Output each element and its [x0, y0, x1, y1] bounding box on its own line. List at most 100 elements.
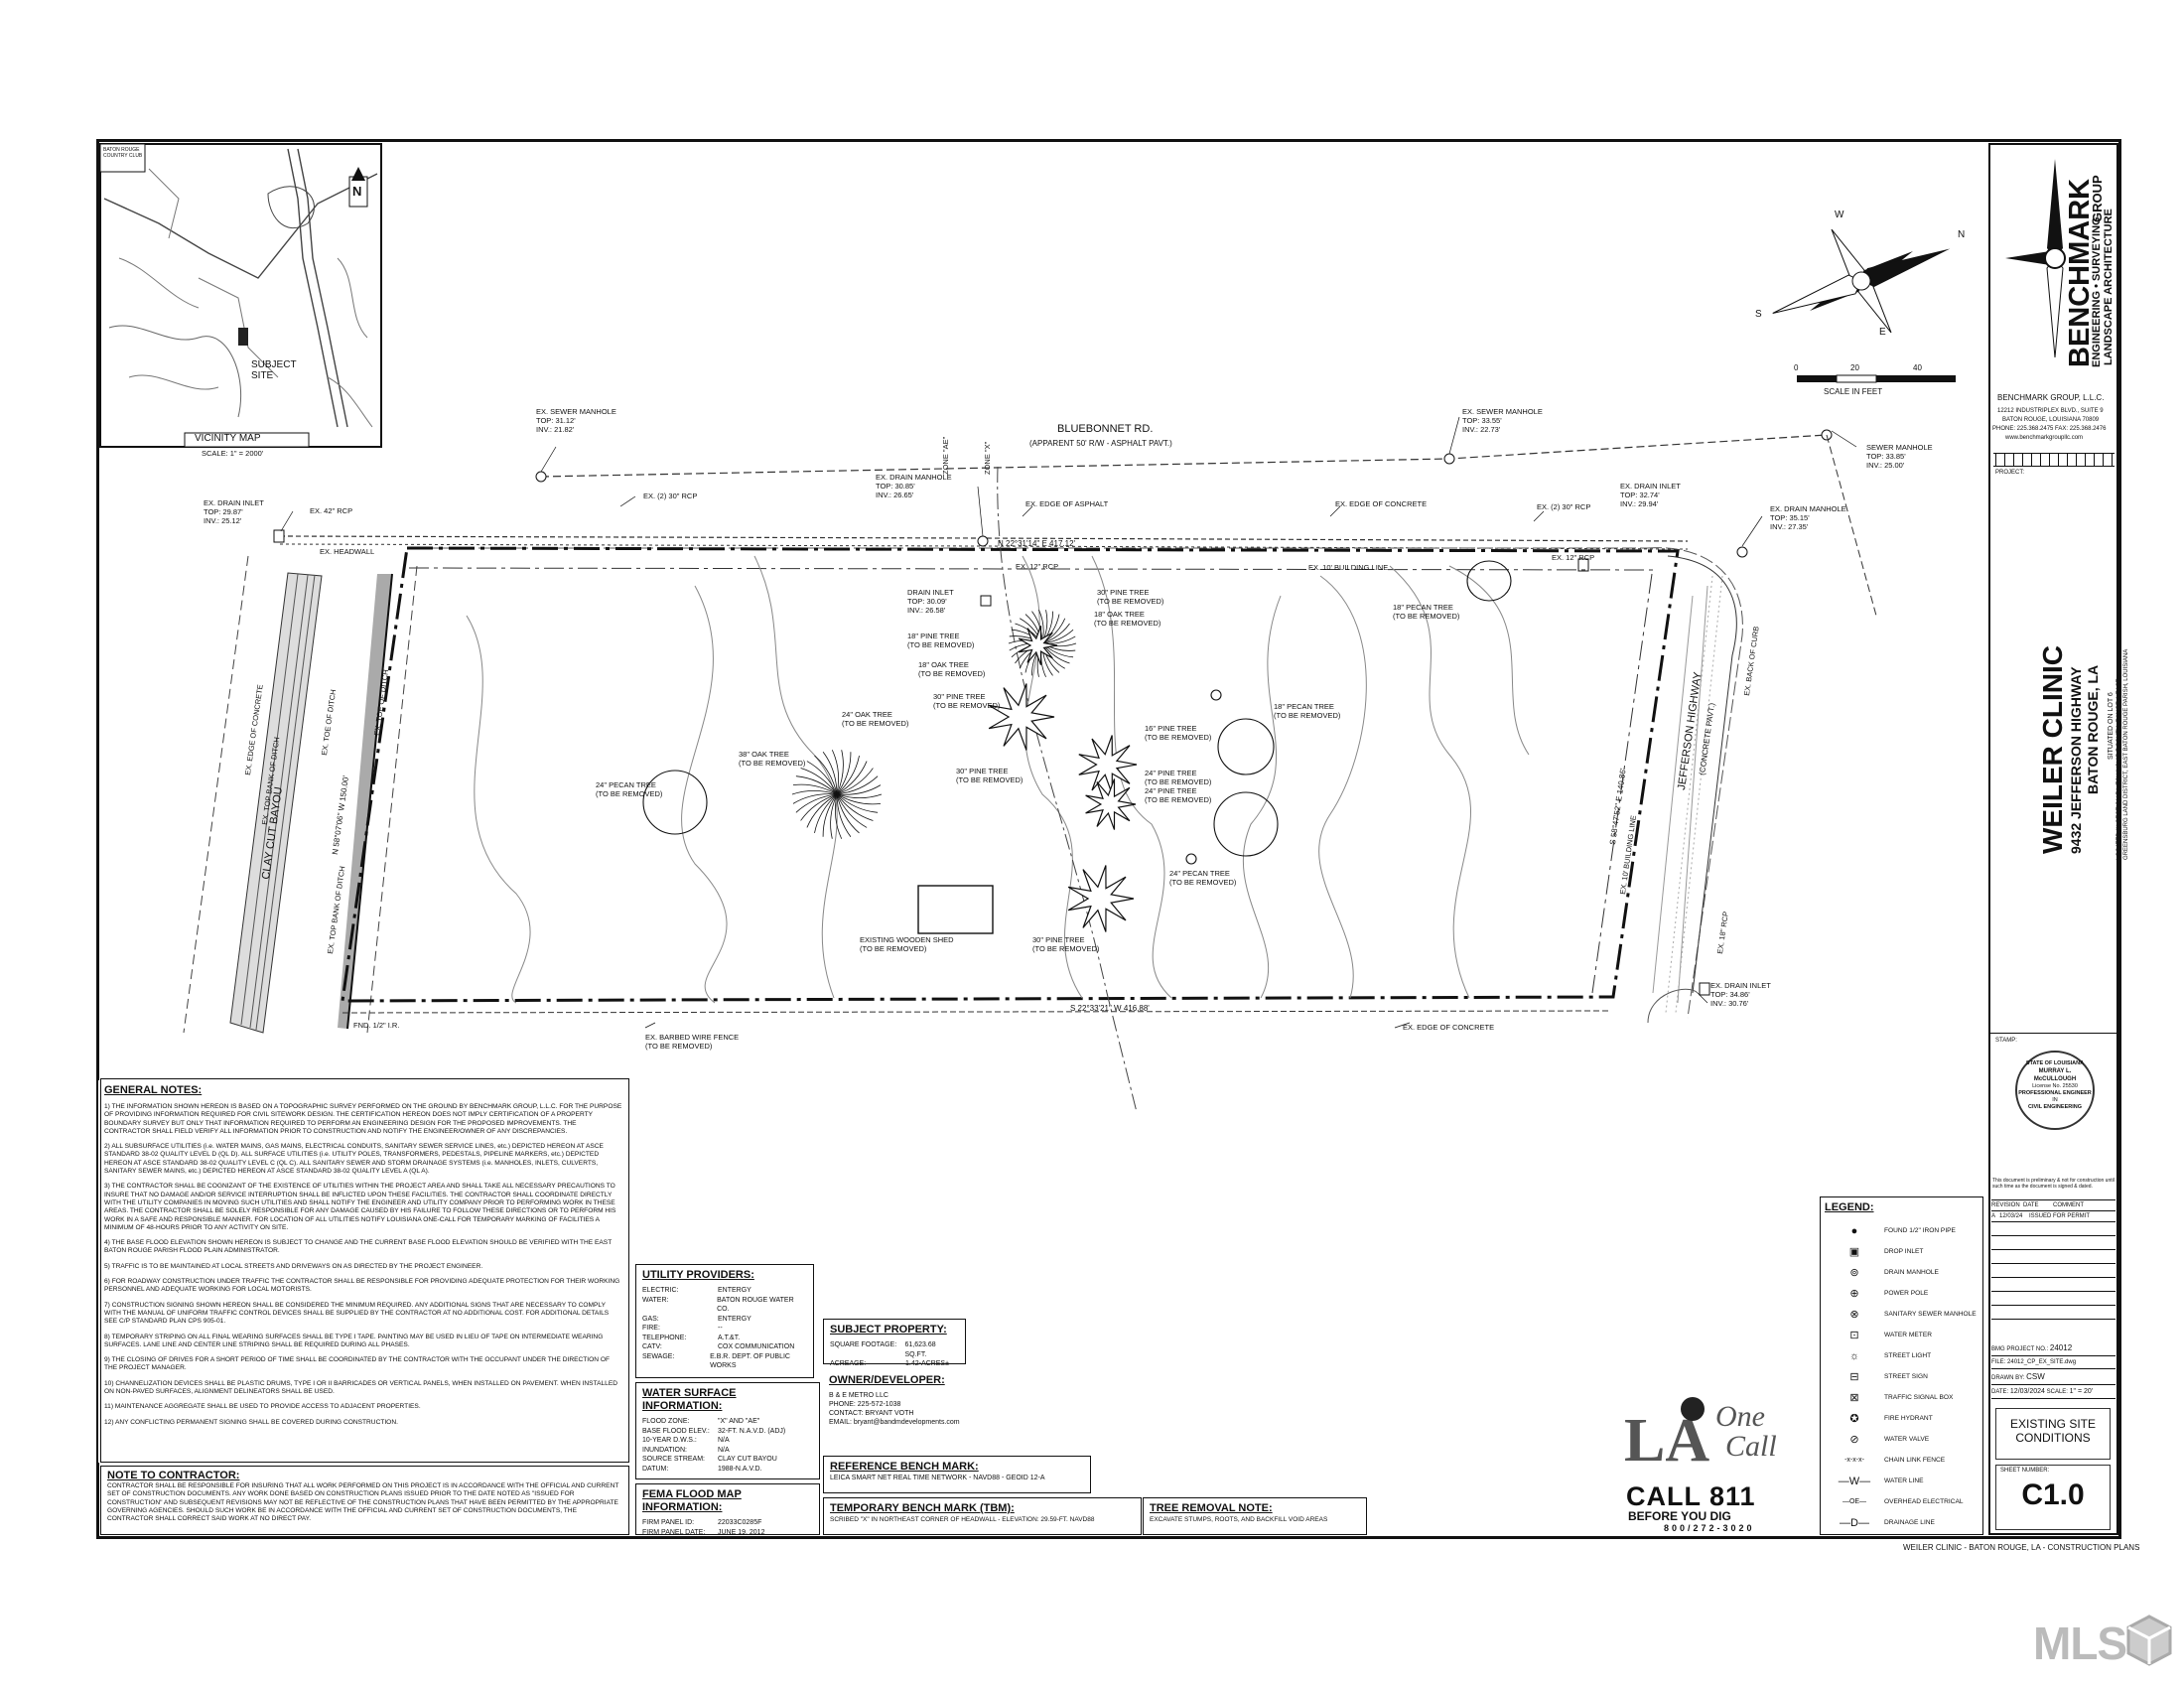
legend-symbol-icon: ▣: [1848, 1246, 1860, 1258]
owner-line-2: PHONE: 225-572-1038: [829, 1401, 901, 1408]
oak-branch: [836, 793, 874, 821]
onecall-one: One: [1715, 1400, 1765, 1433]
sheet-number-label: SHEET NUMBER:: [2000, 1468, 2050, 1474]
project-meta: BMG PROJECT NO.: 24012 FILE: 24012_CP_EX…: [1991, 1340, 2116, 1399]
map-label-dm1: EX. DRAIN MANHOLE TOP: 30.85' INV.: 26.6…: [876, 473, 952, 499]
phone-icon: [1681, 1397, 1705, 1421]
seal-license: License No. 25530: [2032, 1083, 2078, 1089]
map-label-rcp30b: EX. (2) 30" RCP: [1537, 502, 1591, 511]
stamp-label: STAMP:: [1995, 1038, 2017, 1044]
project-loc3: GREENSBURG LAND DISTRICT, EAST BATON ROU…: [2123, 648, 2129, 860]
subject-title: SUBJECT PROPERTY:: [830, 1324, 947, 1336]
map-label-pine30b: 30" PINE TREE (TO BE REMOVED): [933, 692, 1001, 710]
rev-blank-rows: [1991, 1222, 2116, 1332]
oak-branch: [792, 793, 838, 804]
vicinity-north: N: [352, 184, 362, 199]
oak-branch: [836, 761, 868, 795]
water-key: INUNDATION:: [642, 1446, 687, 1454]
title-divider: [1988, 1033, 2118, 1034]
rev-comment-header: COMMENT: [2053, 1202, 2084, 1208]
map-label-zone_ae: ZONE "AE": [941, 436, 950, 475]
legend-item: ⊡ WATER METER: [1825, 1325, 1979, 1345]
company-tag2: LANDSCAPE ARCHITECTURE: [2103, 209, 2115, 365]
legend-label: FIRE HYDRANT: [1884, 1415, 1933, 1422]
map-label-shed: EXISTING WOODEN SHED (TO BE REMOVED): [860, 935, 954, 953]
map-label-rcp12a: EX. 12" RCP: [1016, 562, 1059, 571]
seal-field: CIVIL ENGINEERING: [2028, 1104, 2082, 1110]
company-logo: [1995, 149, 2113, 372]
map-label-rcp12b: EX. 12" RCP: [1552, 553, 1595, 562]
legend-label: DROP INLET: [1884, 1248, 1924, 1255]
scale-bar-graphic: [1797, 374, 1956, 383]
legend-item: —D—DRAINAGE LINE: [1825, 1512, 1979, 1533]
legend-symbol-icon: ☼: [1848, 1349, 1860, 1362]
subject-value: 1.42-ACRES±: [905, 1360, 949, 1367]
general-note-item: 3) THE CONTRACTOR SHALL BE COGNIZANT OF …: [104, 1183, 616, 1231]
utility-key: CATV:: [642, 1343, 662, 1350]
general-note-item: 11) MAINTENANCE AGGREGATE SHALL BE USED …: [104, 1403, 421, 1411]
map-label-sm1: EX. SEWER MANHOLE TOP: 31.12' INV.: 21.8…: [536, 407, 616, 434]
vicinity-corner-label: BATON ROUGE COUNTRY CLUB: [103, 147, 143, 159]
legend-item: ⊗SANITARY SEWER MANHOLE: [1825, 1304, 1979, 1325]
scale-tick-20: 20: [1850, 363, 1859, 372]
general-note-item: 5) TRAFFIC IS TO BE MAINTAINED AT LOCAL …: [104, 1262, 483, 1270]
tree-removal-text: EXCAVATE STUMPS, ROOTS, AND BACKFILL VOI…: [1150, 1516, 1328, 1523]
water-surface-info: WATER SURFACE INFORMATION: FLOOD ZONE:"X…: [635, 1382, 820, 1479]
utility-key: TELEPHONE:: [642, 1334, 687, 1341]
oak-branch: [831, 750, 839, 795]
oak-branch: [814, 755, 838, 795]
vicinity-map: [99, 143, 382, 448]
water-row: INUNDATION: N/A: [642, 1446, 813, 1456]
map-label-pecan18a: 18" PECAN TREE (TO BE REMOVED): [1393, 603, 1460, 621]
utility-row: WATER:BATON ROUGE WATER CO.: [642, 1296, 807, 1315]
oak-branch: [800, 793, 838, 821]
map-label-pine30d: 30" PINE TREE (TO BE REMOVED): [1032, 935, 1100, 953]
seal-in: IN: [2052, 1097, 2058, 1103]
water-value: N/A: [718, 1437, 730, 1444]
legend-item: ☼ STREET LIGHT: [1825, 1345, 1979, 1366]
map-label-pine24b: 24" PINE TREE (TO BE REMOVED): [1145, 786, 1212, 804]
rev-header: REVISION: [1991, 1202, 2020, 1208]
water-value: N/A: [718, 1446, 730, 1454]
legend-label: DRAIN MANHOLE: [1884, 1269, 1939, 1276]
ref-bm-title: REFERENCE BENCH MARK:: [830, 1461, 979, 1473]
utility-row: FIRE: --: [642, 1324, 807, 1334]
legend-label: CHAIN LINK FENCE: [1884, 1457, 1946, 1464]
drawing-sheet: [96, 139, 2121, 1539]
legend-symbol-icon: ⊡: [1849, 1330, 1859, 1341]
sheet-number-box: SHEET NUMBER: C1.0: [1995, 1465, 2111, 1530]
general-note-item: 9) THE CLOSING OF DRIVES FOR A SHORT PER…: [104, 1356, 611, 1372]
water-key: 10-YEAR D.W.S.:: [642, 1437, 697, 1444]
project-title: WEILER CLINIC: [2037, 645, 2068, 854]
seal-name: MURRAY L. McCULLOUGH: [2033, 1068, 2077, 1082]
oak-branch: [836, 755, 860, 795]
ref-bm-text: LEICA SMART NET REAL TIME NETWORK - NAVD…: [830, 1475, 1045, 1481]
utility-key: ELECTRIC:: [642, 1287, 679, 1294]
revision-table: REVISION DATE COMMENT A 12/03/24 ISSUED …: [1991, 1199, 2116, 1332]
utility-value: ENTERGY: [718, 1287, 751, 1294]
oak-branch: [836, 793, 879, 813]
water-row: FLOOD ZONE:"X" AND "AE": [642, 1417, 813, 1427]
utility-value: --: [718, 1325, 723, 1332]
legend-label: WATER METER: [1884, 1332, 1932, 1338]
meta-scale: SCALE:: [2046, 1389, 2068, 1395]
legend-symbol-icon: —W—: [1838, 1475, 1871, 1487]
onecall-811: CALL 811: [1626, 1481, 1756, 1511]
oak-branch: [836, 750, 844, 795]
map-label-pine16: 16" PINE TREE (TO BE REMOVED): [1145, 724, 1212, 742]
legend-label: STREET LIGHT: [1884, 1352, 1932, 1359]
utility-key: FIRE:: [642, 1325, 660, 1332]
water-key: DATUM:: [642, 1465, 669, 1473]
fema-key: FIRM PANEL DATE:: [642, 1528, 706, 1536]
prelim-note: This document is preliminary & not for c…: [1992, 1178, 2115, 1190]
general-note-item: 7) CONSTRUCTION SIGNING SHOWN HEREON SHA…: [104, 1301, 610, 1326]
mls-watermark: MLS: [2033, 1618, 2127, 1669]
road-bluebonnet: BLUEBONNET RD.: [1057, 423, 1154, 435]
general-notes-title: GENERAL NOTES:: [104, 1084, 203, 1096]
subject-row: SQUARE FOOTAGE:61,623.68 SQ.FT.: [830, 1340, 959, 1359]
legend-label: POWER POLE: [1884, 1290, 1929, 1297]
legend-symbol-icon: ✪: [1849, 1413, 1859, 1425]
utility-row: CATV:COX COMMUNICATION: [642, 1342, 807, 1352]
legend-symbol-icon: ⊘: [1849, 1434, 1859, 1446]
